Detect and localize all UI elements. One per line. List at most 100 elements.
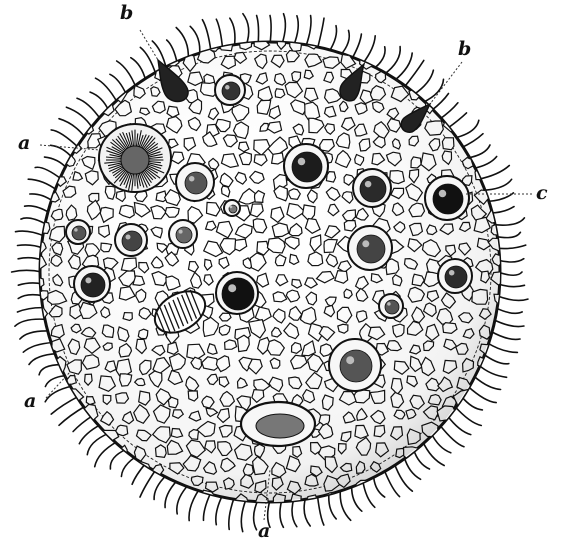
vacuole: [438, 259, 472, 293]
cilium: [498, 272, 522, 275]
cilium: [121, 457, 136, 477]
cilium: [202, 20, 211, 52]
cilium: [140, 470, 156, 498]
cilium: [352, 485, 362, 511]
cilium: [495, 232, 520, 237]
cilium: [216, 19, 222, 49]
cilium: [498, 284, 525, 287]
cilium: [490, 331, 520, 339]
cilium: [165, 480, 177, 507]
cilium: [461, 134, 483, 148]
cilium: [493, 218, 524, 225]
cilium: [493, 319, 524, 326]
cilium: [18, 258, 42, 260]
cilium: [282, 14, 286, 45]
cilium: [51, 396, 79, 414]
label-b-left: b: [120, 4, 133, 23]
cilium: [110, 449, 126, 469]
cilium: [39, 365, 62, 375]
cilium: [257, 16, 259, 45]
label-c-right: c: [536, 184, 548, 203]
cilium: [189, 489, 199, 521]
cilium: [414, 449, 430, 469]
cilium: [132, 463, 146, 484]
cilium: [17, 308, 44, 312]
cilium: [304, 497, 310, 526]
cilium: [190, 26, 200, 55]
cilium: [497, 245, 526, 248]
cilium: [414, 70, 434, 95]
cilium: [394, 463, 412, 491]
cilium: [87, 433, 109, 455]
cilium: [77, 98, 101, 119]
radiating-inclusion: [99, 124, 171, 192]
cilium: [473, 376, 501, 390]
cilium: [176, 28, 188, 60]
cilium: [340, 489, 350, 521]
cilium: [404, 60, 424, 87]
cilium: [110, 74, 127, 95]
cilium: [79, 425, 100, 444]
cilium: [95, 441, 118, 466]
cilium: [374, 475, 385, 497]
cilium: [468, 145, 491, 158]
cilium: [497, 296, 528, 301]
cilium: [66, 107, 92, 128]
cilium: [23, 343, 53, 353]
vacuole: [348, 226, 392, 270]
cilium: [154, 475, 166, 499]
cilium: [241, 499, 246, 532]
cilium: [439, 425, 464, 447]
cilium: [18, 283, 42, 285]
cilium: [203, 492, 211, 520]
vacuole: [284, 144, 328, 188]
vacuole: [224, 200, 240, 216]
cilium: [229, 497, 235, 529]
cilium: [478, 166, 509, 180]
vacuole: [216, 272, 258, 314]
cilium: [270, 16, 271, 45]
cilium: [341, 30, 350, 55]
cilium: [490, 207, 514, 213]
cilium: [59, 406, 86, 425]
cilium: [495, 308, 522, 314]
vacuole: [115, 224, 147, 256]
cilium: [12, 270, 42, 272]
cilium: [18, 245, 44, 248]
label-a-top-left: a: [18, 134, 30, 153]
cilium: [280, 500, 283, 528]
cilium: [216, 495, 223, 525]
cilium: [317, 495, 323, 525]
cilium: [30, 194, 53, 202]
cilium: [483, 179, 512, 190]
cilium: [317, 18, 324, 49]
cilium: [455, 120, 479, 138]
cilium: [468, 386, 497, 403]
cilium: [306, 16, 311, 47]
cilium: [294, 16, 298, 45]
vacuole: [176, 163, 214, 201]
cilium: [20, 331, 50, 339]
cilium: [384, 470, 400, 497]
cilium: [461, 396, 482, 410]
vacuole: [169, 220, 197, 248]
vacuole: [353, 169, 391, 207]
cilium: [25, 206, 50, 213]
vacuole: [379, 294, 403, 318]
cilium: [35, 167, 62, 179]
cilium: [73, 416, 93, 432]
cilium: [473, 157, 497, 169]
oval-body: [241, 402, 315, 446]
cilium: [51, 130, 79, 148]
cilium: [329, 492, 336, 519]
cilium: [478, 365, 506, 378]
cilium: [45, 157, 67, 168]
cilium: [447, 113, 466, 129]
cilium: [131, 58, 146, 81]
cilium: [15, 319, 47, 326]
cilium: [394, 53, 412, 81]
cilium: [329, 26, 337, 52]
cilium: [167, 40, 178, 64]
